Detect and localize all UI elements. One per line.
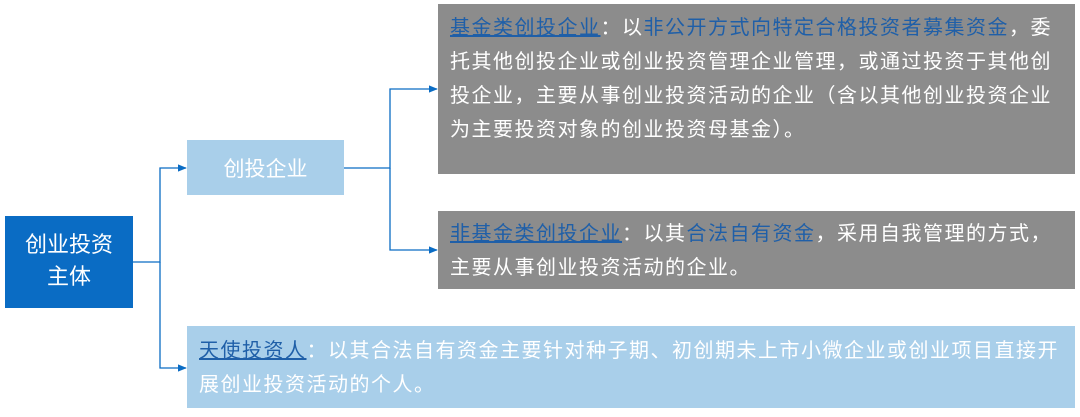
root-branch-line (133, 164, 187, 263)
fund-type-description: ，委托其他创投企业或创业投资管理企业管理，或通过投资于其他创投企业，主要从事创业… (450, 15, 1052, 141)
root-node-label: 创业投资主体 (24, 233, 113, 290)
vc-fund-line (344, 85, 438, 169)
vc-enterprise-label: 创投企业 (223, 156, 308, 181)
fund-type-highlight: 非公开方式向特定合格投资者募集资金 (643, 15, 1009, 39)
angel-investor-node: 天使投资人：以其合法自有资金主要针对种子期、初创期未上市小微企业或创业项目直接开… (187, 326, 1075, 408)
vc-nonfund-line (389, 168, 438, 254)
root-angel-line (159, 262, 187, 372)
non-fund-type-node: 非基金类创投企业：以其合法自有资金，采用自我管理的方式，主要从事创业投资活动的企… (438, 211, 1075, 289)
non-fund-type-term: 非基金类创投企业 (450, 221, 622, 245)
non-fund-type-highlight: 合法自有资金 (686, 221, 816, 245)
root-node: 创业投资主体 (5, 216, 133, 308)
fund-type-term: 基金类创投企业 (450, 15, 601, 39)
fund-type-node: 基金类创投企业：以非公开方式向特定合格投资者募集资金，委托其他创投企业或创业投资… (438, 4, 1075, 174)
angel-investor-description: ：以其合法自有资金主要针对种子期、初创期未上市小微企业或创业项目直接开展创业投资… (199, 338, 1059, 396)
angel-investor-term: 天使投资人 (199, 338, 307, 362)
non-fund-type-separator: ：以其 (622, 221, 687, 245)
fund-type-separator: ：以 (600, 15, 644, 39)
vc-enterprise-node: 创投企业 (187, 140, 344, 195)
non-fund-type-description: ，采用自我管理的方式，主要从事创业投资活动的企业。 (450, 221, 1052, 279)
